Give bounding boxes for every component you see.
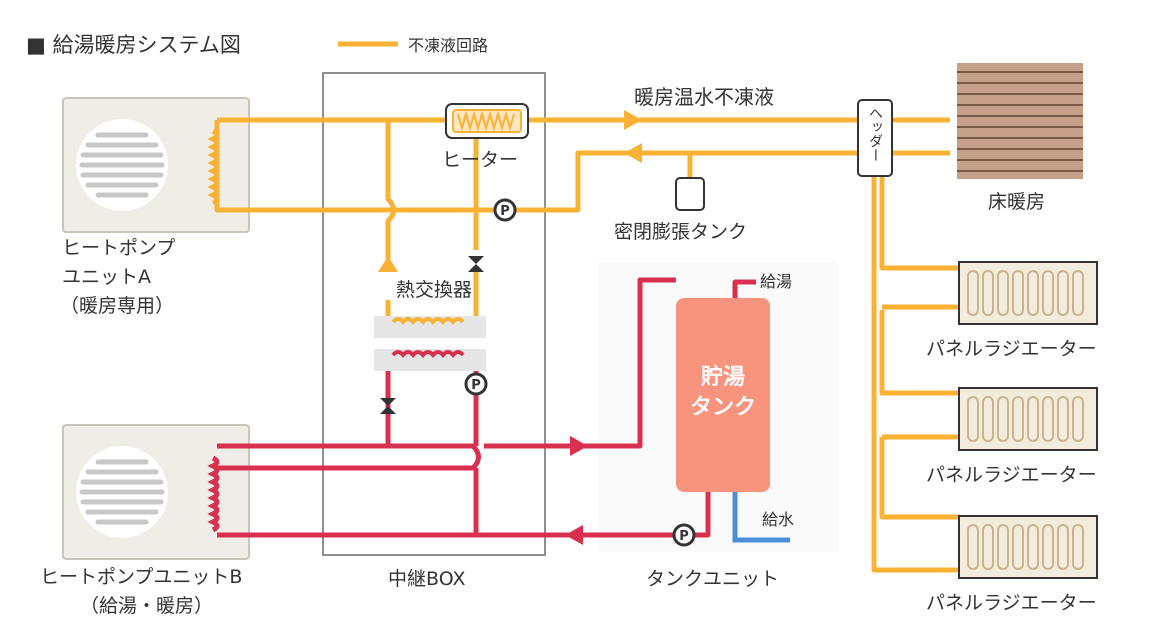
pump-icon: P [464, 372, 488, 396]
diagram-title: ■ 給湯暖房システム図 [26, 33, 241, 57]
header-box [857, 99, 893, 177]
hot-water-supply-label: 給湯 [760, 272, 792, 291]
floor-heating-label: 床暖房 [988, 191, 1045, 213]
heat-pump-a-label-3: （暖房専用） [60, 295, 174, 317]
panel-radiator [958, 261, 1098, 325]
antifreeze-flow-label: 暖房温水不凍液 [634, 85, 774, 109]
expansion-tank [675, 177, 705, 211]
heat-pump-b-label-2: （給湯・暖房） [80, 595, 213, 617]
panel-radiator [958, 387, 1098, 451]
heat-exchanger-label: 熱交換器 [396, 279, 472, 301]
legend-label: 不凍液回路 [408, 36, 488, 55]
storage-tank [676, 298, 770, 492]
heat-pump-a-label-1: ヒートポンプ [62, 237, 175, 259]
heat-pump-b-label-1: ヒートポンプユニットB [40, 566, 242, 588]
expansion-tank-label: 密閉膨張タンク [614, 221, 747, 243]
storage-tank-label-1: 貯湯 [701, 364, 745, 390]
svg-text:P: P [500, 204, 510, 219]
panel-radiator-label-1: パネルラジエーター [926, 338, 1097, 360]
flow-arrow-icon [624, 143, 642, 163]
valve-icon [468, 256, 484, 272]
pump-icon: P [493, 198, 517, 222]
heat-exchanger [374, 316, 486, 371]
header-label: ヘッダー [867, 106, 883, 162]
panel-radiator-label-2: パネルラジエーター [926, 464, 1097, 486]
fan-icon [76, 446, 168, 538]
valve-icon [380, 398, 396, 414]
floor-heating-panel [957, 63, 1083, 179]
heat-pump-unit-a [62, 97, 250, 233]
pump-icon: P [672, 523, 696, 547]
relay-box-label: 中継BOX [388, 568, 465, 590]
tank-unit-label: タンクユニット [646, 568, 779, 590]
water-supply-pipe [732, 490, 790, 543]
water-supply-label: 給水 [762, 510, 794, 529]
svg-text:P: P [679, 529, 689, 544]
flow-arrow-icon [565, 525, 583, 545]
fan-icon [76, 119, 168, 211]
relay-box [322, 72, 546, 556]
flow-arrow-icon [624, 110, 642, 130]
svg-text:P: P [471, 378, 481, 393]
heat-pump-a-label-2: ユニットA [62, 266, 151, 288]
heater-label: ヒーター [442, 149, 518, 171]
heater [445, 103, 529, 139]
panel-radiator [958, 515, 1098, 579]
panel-radiator-label-3: パネルラジエーター [926, 592, 1097, 614]
flow-arrow-icon [378, 256, 398, 272]
storage-tank-label-2: タンク [690, 395, 756, 420]
flow-arrow-icon [570, 436, 588, 456]
antifreeze-circuit [214, 117, 960, 573]
heat-pump-unit-b [62, 424, 250, 560]
